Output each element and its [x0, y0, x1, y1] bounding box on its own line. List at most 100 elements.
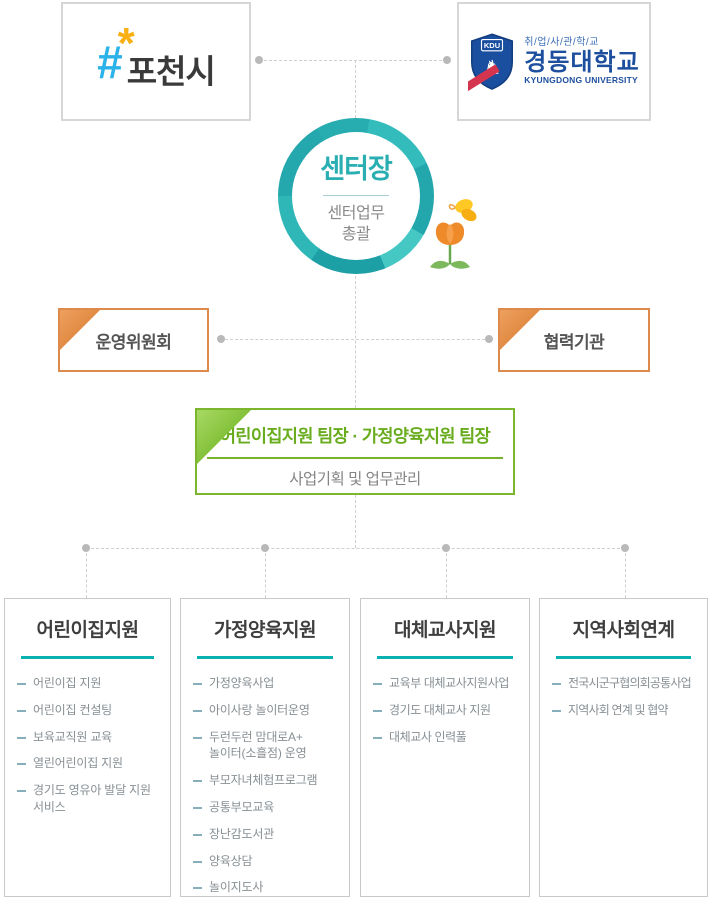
connector-col4-vertical [625, 548, 626, 598]
connector-dot [255, 56, 263, 64]
column-underline [197, 656, 333, 659]
director-node: 센터장 센터업무 총괄 [278, 118, 434, 274]
column-item-list: 교육부 대체교사지원사업 경기도 대체교사 지원 대체교사 인력풀 [373, 675, 517, 745]
list-item-label: 경기도 대체교사 지원 [389, 702, 491, 717]
list-item-label: 어린이집 지원 [33, 676, 102, 690]
list-item: 교육부 대체교사지원사업 [373, 675, 517, 692]
department-substitute-teacher-support: 대체교사지원 교육부 대체교사지원사업 경기도 대체교사 지원 대체교사 인력풀 [360, 598, 530, 897]
list-item: 어린이집 지원 [17, 675, 158, 692]
department-home-care-support: 가정양육지원 가정양육사업 아이사랑 놀이터운영 두런두런 맘대로A+ 놀이터(… [180, 598, 350, 897]
column-underline [377, 656, 513, 659]
connector-dot [485, 335, 493, 343]
dash-bullet-icon [552, 709, 561, 712]
dash-bullet-icon [193, 683, 202, 685]
kyungdong-university-logo[interactable]: KDU ♞ 취/업/사/관/학/교 경동대학교 KYUNGDONG UNIVER… [457, 2, 651, 121]
pocheon-star-glyph: * [117, 18, 135, 68]
list-item-label: 장난감도서관 [209, 826, 275, 841]
dash-bullet-icon [193, 833, 202, 836]
list-item: 보육교직원 교육 [17, 729, 158, 746]
column-underline [556, 656, 691, 659]
connector-team-vertical [355, 495, 356, 548]
column-item-list: 전국시군구협의회공통사업 지역사회 연계 및 협약 [552, 675, 695, 719]
dash-bullet-icon [373, 709, 382, 712]
list-item: 놀이지도사 [193, 879, 337, 896]
list-item: 부모자녀체험프로그램 [193, 772, 337, 789]
dash-bullet-icon [193, 887, 202, 890]
dash-bullet-icon [193, 736, 202, 739]
list-item: 열린어린이집 지원 [17, 755, 158, 772]
dash-bullet-icon [193, 806, 202, 809]
pocheon-city-logo[interactable]: # * 포천시 [61, 2, 251, 121]
list-item: 두런두런 맘대로A+ 놀이터(소흘점) 운영 [193, 729, 337, 763]
kdu-abbr: KDU [484, 41, 500, 50]
committee-label: 운영위원회 [95, 332, 172, 352]
list-item: 경기도 영유아 발달 지원 서비스 [17, 782, 158, 816]
list-item-label: 가정양육사업 [209, 676, 275, 690]
team-leader-node: 어린이집지원 팀장 · 가정양육지원 팀장 사업기획 및 업무관리 [195, 408, 515, 495]
column-title: 어린이집지원 [36, 620, 139, 641]
department-community-liaison: 지역사회연계 전국시군구협의회공통사업 지역사회 연계 및 협약 [539, 598, 708, 897]
connector-dot [261, 544, 269, 552]
connector-committee-horizontal [220, 339, 490, 340]
list-item: 가정양육사업 [193, 675, 337, 692]
list-item: 경기도 대체교사 지원 [373, 702, 517, 719]
list-item-label: 놀이지도사 [209, 880, 264, 895]
kdu-ribbon [468, 64, 500, 92]
column-underline [21, 656, 154, 659]
director-node-inner: 센터장 센터업무 총괄 [292, 132, 420, 260]
list-item-label: 부모자녀체험프로그램 [209, 773, 318, 788]
list-item-label: 보육교직원 교육 [33, 729, 113, 744]
dash-bullet-icon [193, 780, 202, 783]
list-item-label: 양육상담 [209, 853, 253, 868]
column-item-list: 어린이집 지원 어린이집 컨설팅 보육교직원 교육 열린어린이집 지원 경기도 … [17, 675, 158, 816]
list-item-label: 아이사랑 놀이터운영 [209, 702, 310, 717]
corner-fold-icon [500, 310, 540, 350]
connector-dot [443, 56, 451, 64]
list-item: 지역사회 연계 및 협약 [552, 702, 695, 719]
list-item-label: 전국시군구협의회공통사업 [568, 676, 692, 690]
pocheon-city-name: 포천시 [126, 52, 216, 90]
team-divider [207, 457, 503, 459]
kdu-name-english: KYUNGDONG UNIVERSITY [524, 75, 638, 86]
list-item-label: 대체교사 인력풀 [389, 729, 467, 744]
director-title: 센터장 [320, 153, 393, 184]
director-divider [323, 194, 389, 196]
director-desc-line1: 센터업무 [327, 204, 385, 222]
tulip-icon [430, 222, 470, 269]
team-subtitle: 사업기획 및 업무관리 [289, 471, 421, 488]
list-item: 대체교사 인력풀 [373, 729, 517, 746]
pocheon-hash-icon: # * [97, 19, 135, 89]
column-title: 지역사회연계 [572, 620, 675, 641]
connector-col1-vertical [86, 548, 87, 598]
director-desc: 센터업무 총괄 [328, 204, 385, 246]
dash-bullet-icon [552, 683, 561, 685]
list-item-label: 공통부모교육 [209, 799, 275, 814]
connector-top-horizontal [259, 60, 447, 61]
list-item-label: 열린어린이집 지원 [33, 756, 123, 771]
column-item-list: 가정양육사업 아이사랑 놀이터운영 두런두런 맘대로A+ 놀이터(소흘점) 운영… [193, 675, 337, 896]
list-item: 공통부모교육 [193, 799, 337, 816]
kdu-slogan: 취/업/사/관/학/교 [524, 37, 599, 49]
dash-bullet-icon [17, 790, 26, 793]
dash-bullet-icon [373, 683, 382, 685]
list-item-label: 지역사회 연계 및 협약 [568, 702, 669, 717]
committee-node: 운영위원회 [58, 308, 209, 372]
connector-bottom-horizontal [86, 548, 625, 549]
list-item: 어린이집 컨설팅 [17, 702, 158, 719]
dash-bullet-icon [17, 736, 26, 739]
connector-dot [217, 335, 225, 343]
list-item-label: 어린이집 컨설팅 [33, 702, 113, 717]
partner-label: 협력기관 [543, 332, 605, 352]
connector-col2-vertical [265, 548, 266, 598]
kdu-name-korean: 경동대학교 [524, 48, 640, 76]
dash-bullet-icon [17, 683, 26, 685]
butterfly-icon [448, 199, 477, 222]
kdu-shield-icon: KDU ♞ [468, 32, 514, 92]
list-item: 아이사랑 놀이터운영 [193, 702, 337, 719]
dash-bullet-icon [17, 763, 26, 766]
list-item-label: 두런두런 맘대로A+ 놀이터(소흘점) 운영 [209, 729, 307, 761]
department-childcare-support: 어린이집지원 어린이집 지원 어린이집 컨설팅 보육교직원 교육 열린어린이집 … [4, 598, 171, 897]
column-title: 가정양육지원 [214, 620, 316, 641]
director-desc-line2: 총괄 [341, 225, 371, 243]
